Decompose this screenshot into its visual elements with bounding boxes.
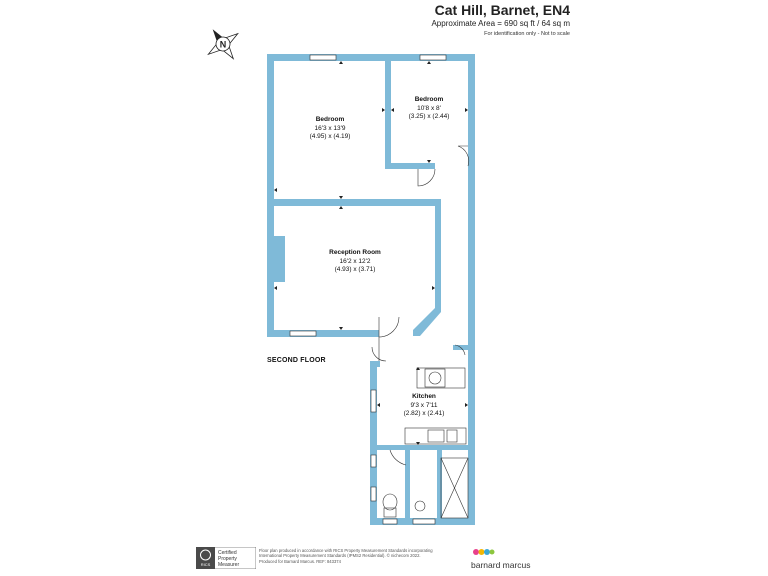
- room-dimensions-metric: (2.82) x (2.41): [403, 410, 445, 417]
- room-label-reception: Reception Room 16'2 x 12'2 (4.93) x (3.7…: [329, 249, 381, 275]
- rics-badge: RICS Certified Property Measurer: [196, 547, 256, 569]
- property-title: Cat Hill, Barnet, EN4: [434, 2, 570, 18]
- dimension-arrows: [274, 61, 468, 445]
- approximate-area: Approximate Area = 690 sq ft / 64 sq m: [431, 19, 570, 28]
- floor-label: SECOND FLOOR: [267, 357, 326, 364]
- room-label-bedroom-1: Bedroom 16'3 x 13'9 (4.95) x (4.19): [310, 116, 351, 142]
- scale-note: For identification only - Not to scale: [484, 31, 570, 37]
- badge-line-2: Property: [218, 556, 237, 562]
- rics-logo-text: RICS: [201, 562, 211, 567]
- room-name: Bedroom: [414, 96, 444, 103]
- room-dimensions-imperial: 9'3 x 7'11: [410, 401, 438, 409]
- brand-logo-dots-icon: [473, 549, 495, 555]
- room-dimensions-imperial: 16'2 x 12'2: [339, 257, 371, 265]
- badge-line-3: Measurer: [218, 562, 239, 568]
- room-name: Kitchen: [412, 393, 436, 400]
- compass-letter: N: [220, 40, 227, 50]
- bathroom-fixtures: [382, 457, 469, 519]
- compass-north-icon: [207, 29, 239, 60]
- room-dimensions-metric: (4.95) x (4.19): [309, 133, 351, 140]
- room-dimensions-metric: (3.25) x (2.44): [408, 113, 450, 120]
- windows: [289, 54, 447, 525]
- room-dimensions-imperial: 16'3 x 13'9: [314, 124, 346, 132]
- room-name: Reception Room: [329, 249, 381, 256]
- room-dimensions-imperial: 10'8 x 8': [417, 104, 441, 112]
- footer-legal-text: Floor plan produced in accordance with R…: [259, 548, 479, 564]
- room-dimensions-metric: (4.93) x (3.71): [334, 266, 376, 273]
- brand-name: barnard marcus: [471, 560, 531, 570]
- room-label-kitchen: Kitchen 9'3 x 7'11 (2.82) x (2.41): [404, 393, 445, 419]
- walls: [267, 54, 475, 525]
- room-name: Bedroom: [315, 116, 345, 123]
- room-label-bedroom-2: Bedroom 10'8 x 8' (3.25) x (2.44): [409, 96, 450, 122]
- footer-line: Produced for Barnard Marcus. REF: 843374: [259, 558, 341, 564]
- doors: [371, 145, 470, 466]
- footer-line: International Property Measurement Stand…: [259, 553, 421, 559]
- footer-line: Floor plan produced in accordance with R…: [259, 548, 433, 553]
- kitchen-fixtures: [404, 367, 467, 445]
- badge-line-1: Certified: [218, 550, 237, 556]
